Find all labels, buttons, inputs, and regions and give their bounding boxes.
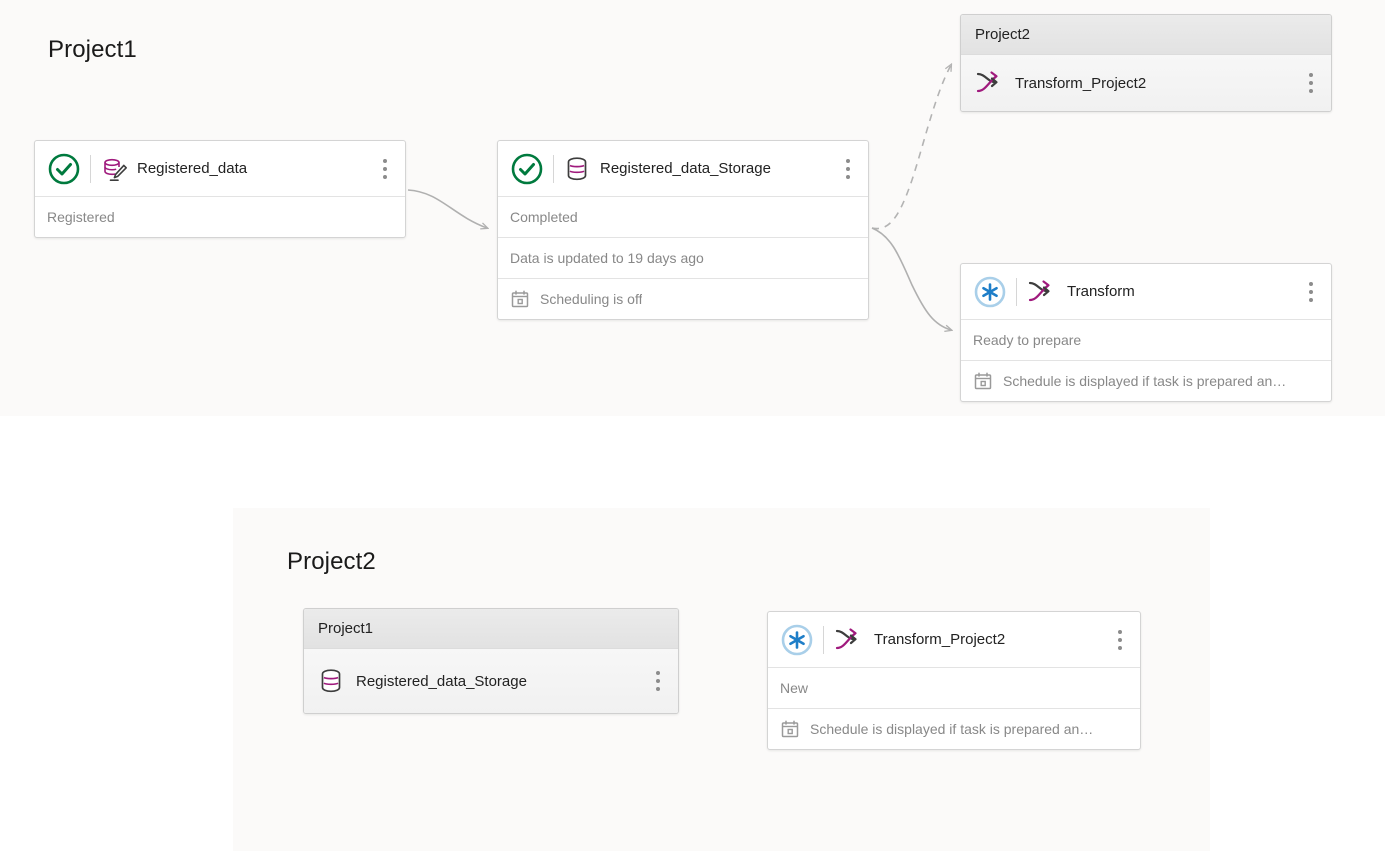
card-status-text: Completed [510,209,578,225]
group-card-item-label: Transform_Project2 [1015,74,1147,92]
card-schedule-row: Scheduling is off [498,278,868,319]
kebab-menu-icon[interactable] [648,668,668,694]
card-header: Transform [961,264,1331,319]
project1-title: Project1 [48,36,137,63]
transform-arrows-icon [1027,277,1059,307]
transform-arrows-icon [975,68,1007,98]
header-divider [1016,277,1017,306]
group-card-item-label: Registered_data_Storage [356,672,527,690]
project2-title: Project2 [287,548,376,575]
card-status-text: Ready to prepare [973,332,1082,348]
header-divider [90,154,91,183]
card-transform-project2[interactable]: Transform_Project2 New Schedule is displ… [767,611,1141,750]
card-schedule-row: Schedule is displayed if task is prepare… [961,360,1331,401]
card-status-text: New [780,680,809,696]
card-status-text: Registered [47,209,115,225]
kebab-menu-icon[interactable] [375,156,395,182]
card-header: Registered_data [35,141,405,196]
card-schedule-row: Schedule is displayed if task is prepare… [768,708,1140,749]
calendar-icon [510,289,530,309]
database-icon [564,155,592,183]
card-title: Registered_data_Storage [600,160,771,177]
card-status-row: New [768,667,1140,708]
group-card-header: Project1 [304,609,678,649]
database-icon [318,667,346,695]
kebab-menu-icon[interactable] [838,156,858,182]
check-circle-icon [510,152,544,186]
asterisk-circle-icon [973,275,1007,309]
group-card-project2[interactable]: Project2 Transform_Project2 [960,14,1332,112]
group-card-item[interactable]: Transform_Project2 [961,55,1331,111]
card-status-row: Ready to prepare [961,319,1331,360]
card-header: Registered_data_Storage [498,141,868,196]
card-status-row: Registered [35,196,405,237]
card-title: Registered_data [137,160,248,177]
card-freshness-row: Data is updated to 19 days ago [498,237,868,278]
group-card-item[interactable]: Registered_data_Storage [304,649,678,713]
calendar-icon [973,371,993,391]
card-registered-data[interactable]: Registered_data Registered [34,140,406,238]
card-schedule-text: Schedule is displayed if task is prepare… [1003,373,1287,389]
kebab-menu-icon[interactable] [1110,627,1130,653]
check-circle-icon [47,152,81,186]
asterisk-circle-icon [780,623,814,657]
card-title: Transform [1067,283,1135,300]
kebab-menu-icon[interactable] [1301,279,1321,305]
transform-arrows-icon [834,625,866,655]
card-status-row: Completed [498,196,868,237]
database-edit-icon [101,155,129,183]
group-card-header: Project2 [961,15,1331,55]
header-divider [823,625,824,654]
card-schedule-text: Schedule is displayed if task is prepare… [810,721,1094,737]
calendar-icon [780,719,800,739]
card-title: Transform_Project2 [874,631,1006,648]
card-freshness-text: Data is updated to 19 days ago [510,250,704,266]
kebab-menu-icon[interactable] [1301,70,1321,96]
card-header: Transform_Project2 [768,612,1140,667]
group-card-project1[interactable]: Project1 Registered_data_Storage [303,608,679,714]
card-schedule-text: Scheduling is off [540,291,643,307]
header-divider [553,154,554,183]
card-registered-data-storage[interactable]: Registered_data_Storage Completed Data i… [497,140,869,320]
card-transform[interactable]: Transform Ready to prepare Schedule is d… [960,263,1332,402]
